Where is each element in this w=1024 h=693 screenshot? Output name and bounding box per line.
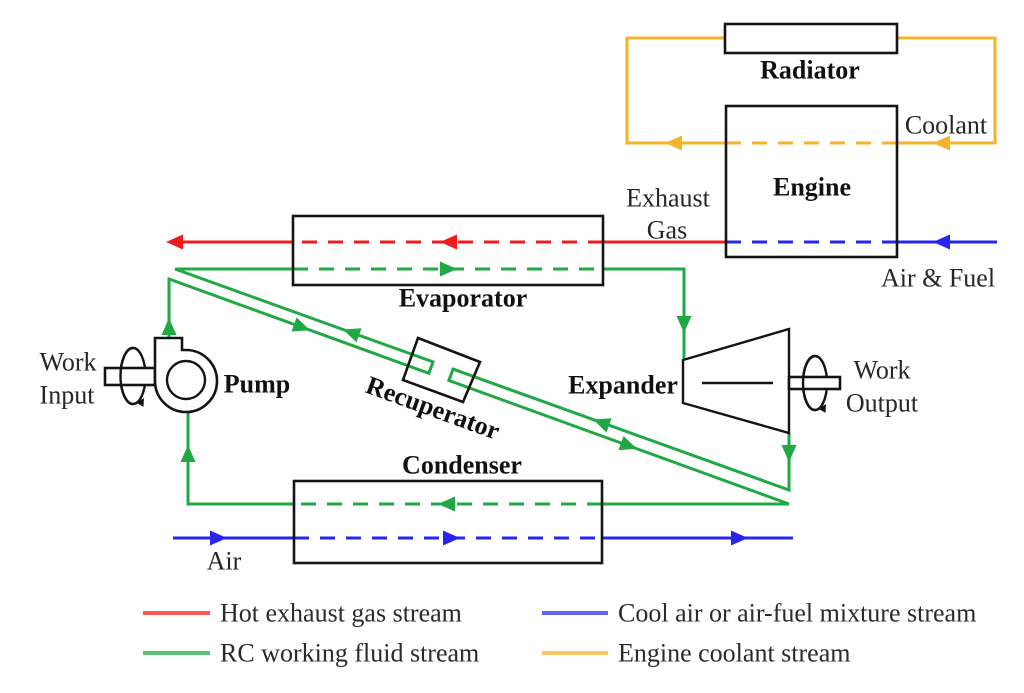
rotation-arrow-icon (818, 404, 826, 413)
hot-exhaust-gas-stream (166, 234, 726, 250)
work-input-label-line1: Work (39, 348, 96, 377)
pump-shaft (103, 366, 157, 387)
expander-turbine-shape (681, 327, 791, 435)
fluid-flow-arrow (291, 317, 310, 332)
air-label: Air (207, 547, 242, 576)
exhaust-gas-label-line1: Exhaust (626, 184, 711, 213)
pump-label: Pump (224, 370, 290, 399)
work-output-label-line2: Output (846, 389, 919, 418)
expander: Expander Work Output (568, 327, 919, 435)
evaporator: Evaporator (291, 214, 605, 313)
radiator-box (723, 22, 899, 55)
work-input-label-line2: Input (40, 381, 96, 410)
engine-box (724, 104, 899, 259)
work-output-label-line1: Work (853, 356, 910, 385)
legend-label: Cool air or air-fuel mixture stream (618, 599, 976, 628)
recuperator-box (401, 336, 482, 404)
fluid-line-expander-outlet (446, 367, 791, 506)
fluid-flow-arrow (161, 318, 177, 335)
fluid-line-condenser-to-pump (186, 412, 294, 506)
air-flow-arrow (731, 530, 748, 546)
air-fuel-flow-arrow (933, 234, 950, 250)
fluid-flow-arrow (618, 435, 637, 451)
coolant-flow-arrow (933, 135, 950, 151)
expander-label: Expander (568, 371, 678, 400)
fluid-flow-arrow (676, 316, 692, 333)
rotation-arrow-icon (136, 398, 144, 407)
engine-label: Engine (773, 173, 851, 202)
radiator-label: Radiator (760, 56, 860, 85)
coolant-label: Coolant (905, 111, 988, 140)
condenser-box (292, 479, 604, 565)
coolant-flow-arrow (665, 135, 682, 151)
fluid-flow-arrow (593, 418, 612, 433)
condenser: Condenser (292, 451, 604, 565)
condenser-label: Condenser (402, 451, 522, 480)
legend-item-coolant: Engine coolant stream (542, 639, 850, 668)
pump-casing (153, 336, 219, 414)
rc-working-fluid-loop (161, 261, 797, 512)
coolant-line-left (625, 36, 726, 145)
expander-shaft (787, 375, 842, 391)
legend-label: Hot exhaust gas stream (220, 599, 462, 628)
fluid-flow-arrow (343, 328, 362, 343)
fluid-flow-arrow (440, 261, 457, 277)
legend: Hot exhaust gas stream RC working fluid … (143, 599, 976, 668)
cooling-air-stream (173, 530, 793, 546)
fluid-flow-arrow (180, 445, 196, 462)
air-fuel-label: Air & Fuel (881, 264, 995, 293)
rotation-front-arc (119, 346, 134, 406)
engine: Engine (724, 104, 899, 259)
evaporator-label: Evaporator (399, 284, 528, 313)
fluid-flow-arrow (438, 496, 455, 512)
pump: Pump Work Input (39, 336, 290, 414)
air-fuel-stream (726, 234, 997, 250)
evaporator-box (291, 214, 605, 287)
legend-label: Engine coolant stream (618, 639, 850, 668)
air-flow-arrow (443, 530, 460, 546)
air-flow-arrow (210, 530, 227, 546)
legend-item-working-fluid: RC working fluid stream (143, 639, 479, 668)
legend-item-exhaust: Hot exhaust gas stream (143, 599, 462, 628)
rotation-front-arc (801, 354, 816, 412)
pump-impeller (165, 359, 207, 401)
legend-label: RC working fluid stream (220, 639, 479, 668)
exhaust-flow-arrow (440, 234, 457, 250)
legend-item-air: Cool air or air-fuel mixture stream (542, 599, 976, 628)
engine-coolant-loop (625, 36, 997, 151)
fluid-line-evaporator-to-expander (603, 267, 686, 360)
exhaust-outlet-arrow (166, 234, 183, 250)
fluid-flow-arrow (781, 445, 797, 462)
radiator: Radiator (723, 22, 899, 85)
exhaust-gas-label-line2: Gas (647, 216, 687, 245)
recuperator-label: Recuperator (362, 370, 504, 445)
